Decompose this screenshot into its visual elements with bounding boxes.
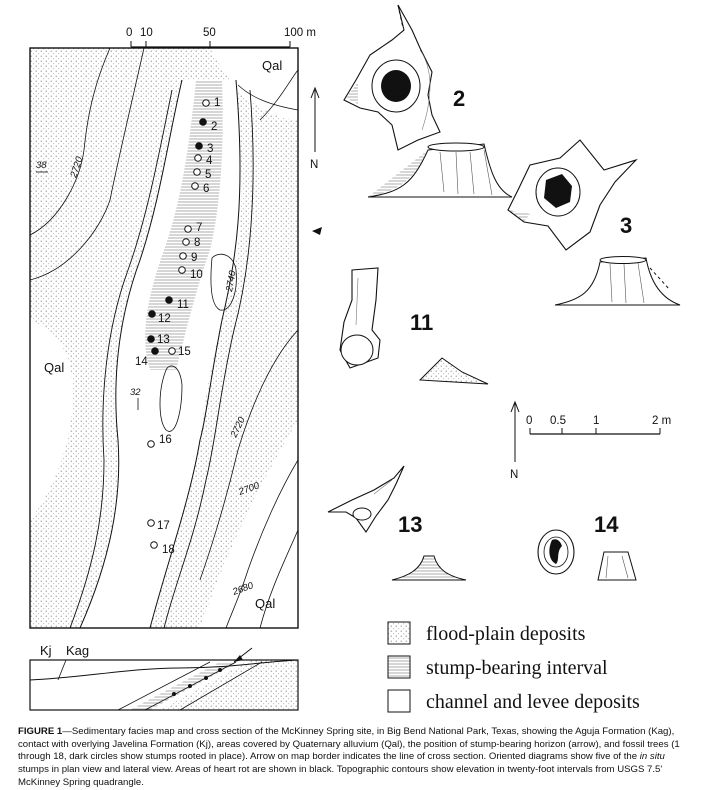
kj-label: Kj [40,643,52,658]
fossil-tree-number: 6 [203,183,209,195]
fossil-tree-marker [193,168,201,176]
fossil-tree-number: 16 [159,434,172,446]
svg-text:0: 0 [526,415,532,427]
map-scale-tick: 0 [126,27,132,39]
heart-rot [544,174,572,208]
stump-13-plan [327,465,405,533]
caption-italic: in situ [639,751,665,763]
qal-area [200,420,298,628]
fossil-tree-number: 18 [162,544,175,556]
heart-rot [381,70,411,102]
stump-label: 14 [594,512,619,537]
figure-canvas: 0 10 50 100 m [29,4,681,713]
stump-13-lateral [391,555,467,581]
stump-bearing-area [145,80,223,370]
stump-label: 3 [620,213,632,238]
stump-3-lateral [554,256,681,306]
rooted-stump-marker [165,296,173,304]
fossil-tree-number: 8 [194,237,200,249]
fossil-tree-number: 9 [191,252,197,264]
qal-label: Qal [44,360,64,375]
fossil-tree-marker [191,182,199,190]
fossil-tree-number: 5 [205,169,211,181]
legend-label: stump-bearing interval [426,657,608,679]
fossil-tree-marker [147,519,155,527]
legend-swatch-flood-plain [387,621,411,645]
stump-14-lateral [597,551,637,581]
qal-label: Qal [262,58,282,73]
map-scale-bar: 0 10 50 100 m [126,27,316,48]
cross-section-arrow [312,227,322,235]
rooted-stump-marker [147,335,155,343]
map-north-arrow: N [310,86,320,171]
fossil-tree-marker [184,225,192,233]
fossil-tree-number: 2 [211,121,217,133]
heart-rot [549,539,562,564]
fossil-tree-number: 1 [214,97,220,109]
fossil-tree-number: 3 [207,143,213,155]
dip-label: 32 [130,387,141,398]
qal-label: Qal [255,596,275,611]
rooted-stump-marker [151,347,159,355]
svg-text:0.5: 0.5 [550,415,566,427]
fossil-tree-number: 17 [157,520,170,532]
cross-section: Kj Kag [29,643,299,711]
facies-map: Qal Qal Qal 2720 2740 2720 2700 2680 38 … [29,47,322,629]
fossil-tree-number: 14 [135,356,148,368]
legend-label: flood-plain deposits [426,623,586,645]
legend: flood-plain deposits stump-bearing inter… [387,621,640,713]
svg-text:2 m: 2 m [652,415,671,427]
fossil-tree-number: 15 [178,346,191,358]
stump-diagrams: 2 3 11 [327,4,681,581]
fossil-tree-number: 13 [157,334,170,346]
legend-swatch-channel-levee [387,689,411,713]
contour-label: 2740 [224,269,239,293]
fossil-tree-marker [179,252,187,260]
fossil-tree-marker [182,238,190,246]
qal-area [30,320,73,520]
stump-label: 11 [410,310,433,335]
stump-scale-bar: 0 0.5 1 2 m [526,415,671,435]
caption-text: —Sedimentary facies map and cross sectio… [18,726,680,763]
stump-11-plan [339,267,381,369]
map-scale-tick: 10 [140,27,153,39]
stump-3-plan [507,139,638,251]
svg-text:N: N [310,159,318,171]
caption-tail: stumps in plan view and lateral view. Ar… [18,763,663,788]
stump-label: 13 [398,512,422,537]
figure-caption: FIGURE 1—Sedimentary facies map and cros… [18,726,694,789]
legend-label: channel and levee deposits [426,691,640,713]
legend-swatch-stump-bearing [387,655,411,679]
stump-label: 2 [453,86,465,111]
map-scale-tick: 50 [203,27,216,39]
caption-lead: FIGURE 1 [18,726,63,737]
map-border [29,47,299,629]
rooted-stump-marker [199,118,207,126]
fossil-tree-number: 7 [196,222,202,234]
svg-text:1: 1 [593,415,599,427]
stump-north-arrow: N [510,400,520,481]
fossil-tree-number: 11 [177,299,189,311]
fossil-tree-marker [150,541,158,549]
fossil-tree-number: 12 [158,313,171,325]
stump-14-plan [537,529,575,575]
fossil-tree-marker [168,347,176,355]
fossil-tree-marker [194,154,202,162]
fossil-tree-marker [178,266,186,274]
fossil-tree-marker [147,440,155,448]
stump-2-lateral [367,142,513,198]
map-scale-tick: 100 m [284,27,316,39]
stump-11-lateral [418,357,489,385]
rooted-stump-marker [195,142,203,150]
fossil-tree-number: 4 [206,155,213,167]
kag-label: Kag [66,643,89,658]
rooted-stump-marker [148,310,156,318]
fossil-tree-number: 10 [190,269,203,281]
svg-text:N: N [510,469,518,481]
stump-2-plan [343,4,441,151]
fossil-tree-marker [202,99,210,107]
dip-label: 38 [36,160,47,171]
